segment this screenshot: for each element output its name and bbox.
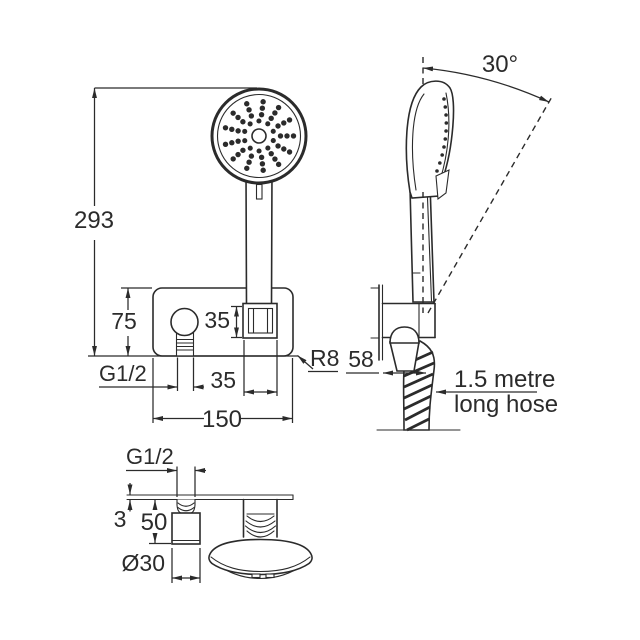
dim-corner-radius: R8 <box>310 345 339 371</box>
dim-swivel-angle: 30° <box>482 51 518 78</box>
bottom-view: G1/2 3 50 Ø30 <box>114 444 313 583</box>
dim-outlet-thread: G1/2 <box>99 361 147 386</box>
side-view: 30° 58 1.5 metre long hose <box>346 51 558 432</box>
head-bottom <box>208 538 313 580</box>
dim-wall-offset: 58 <box>348 346 374 372</box>
dim-holder-width: 35 <box>210 367 236 393</box>
handset-holder <box>242 302 278 339</box>
hose-note-line2: long hose <box>454 391 558 418</box>
head-face-edge <box>435 169 450 201</box>
handle-end-dome <box>389 326 420 344</box>
plate-slab <box>126 494 294 501</box>
spray-nozzle-dots <box>222 99 297 173</box>
dim-plate-width: 150 <box>202 406 242 433</box>
holder-bottom <box>242 498 278 538</box>
shower-head-face <box>210 87 308 185</box>
dim-bottom-thread: G1/2 <box>126 444 174 469</box>
outlet-connector <box>175 332 195 357</box>
dim-plate-thickness: 3 <box>114 506 127 532</box>
handset-handle-side <box>409 183 435 303</box>
outlet-elbow <box>171 499 201 545</box>
dim-elbow-length: 50 <box>141 509 168 536</box>
handle-button-slot <box>255 183 263 200</box>
dim-plate-height: 75 <box>111 308 137 334</box>
shower-head-side <box>405 80 455 201</box>
wall-plate-profile <box>370 284 384 361</box>
swivel-angle-arc <box>422 66 550 103</box>
hose-cone-nut <box>388 341 420 372</box>
outlet-knob <box>170 307 199 337</box>
dim-overall-height: 293 <box>74 207 114 234</box>
dim-holder-height: 35 <box>204 307 230 333</box>
dim-elbow-diameter: Ø30 <box>122 550 165 576</box>
hose-note-line1: 1.5 metre <box>454 366 555 393</box>
front-view: 293 75 35 G1/2 35 150 R8 <box>74 87 339 433</box>
